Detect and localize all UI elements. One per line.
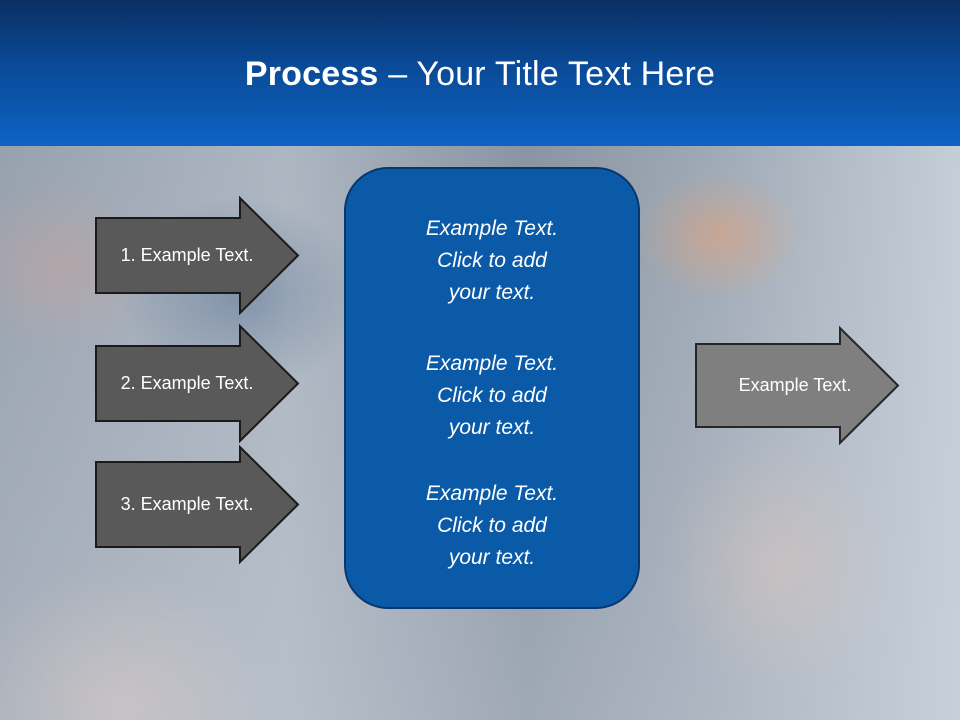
arrow-shape-icon (95, 195, 300, 316)
output-arrow[interactable]: Example Text. (695, 325, 900, 446)
step-label-3: 3. Example Text. (120, 494, 254, 514)
center-text-line: Example Text. (425, 352, 559, 375)
center-text-line: your text. (448, 416, 536, 439)
center-text-block-3[interactable]: Example Text. Click to add your text. (346, 478, 638, 574)
center-text-line: Click to add (437, 514, 547, 537)
title-rest: – Your Title Text Here (378, 55, 716, 93)
center-text-line: Example Text. (425, 217, 559, 240)
step-label-2: 2. Example Text. (120, 373, 254, 393)
title-bold: Process (244, 55, 379, 93)
arrow-shape-icon (695, 325, 900, 446)
title-bar: Process – Your Title Text Here (0, 0, 960, 146)
step-arrow-3[interactable]: 3. Example Text. (95, 444, 300, 565)
arrow-shape-icon (95, 444, 300, 565)
center-text-line: Click to add (437, 384, 547, 407)
slide-title[interactable]: Process – Your Title Text Here (0, 52, 960, 96)
center-content-box[interactable]: Example Text. Click to add your text. Ex… (344, 167, 640, 609)
step-arrow-2[interactable]: 2. Example Text. (95, 323, 300, 444)
output-label: Example Text. (738, 375, 852, 395)
center-text-line: Example Text. (425, 482, 559, 505)
center-text-line: your text. (448, 281, 536, 304)
center-text-line: Click to add (437, 249, 547, 272)
center-text-line: your text. (448, 546, 536, 569)
step-label-1: 1. Example Text. (120, 245, 254, 265)
center-text-block-2[interactable]: Example Text. Click to add your text. (346, 348, 638, 444)
arrow-shape-icon (95, 323, 300, 444)
step-arrow-1[interactable]: 1. Example Text. (95, 195, 300, 316)
center-text-block-1[interactable]: Example Text. Click to add your text. (346, 213, 638, 309)
